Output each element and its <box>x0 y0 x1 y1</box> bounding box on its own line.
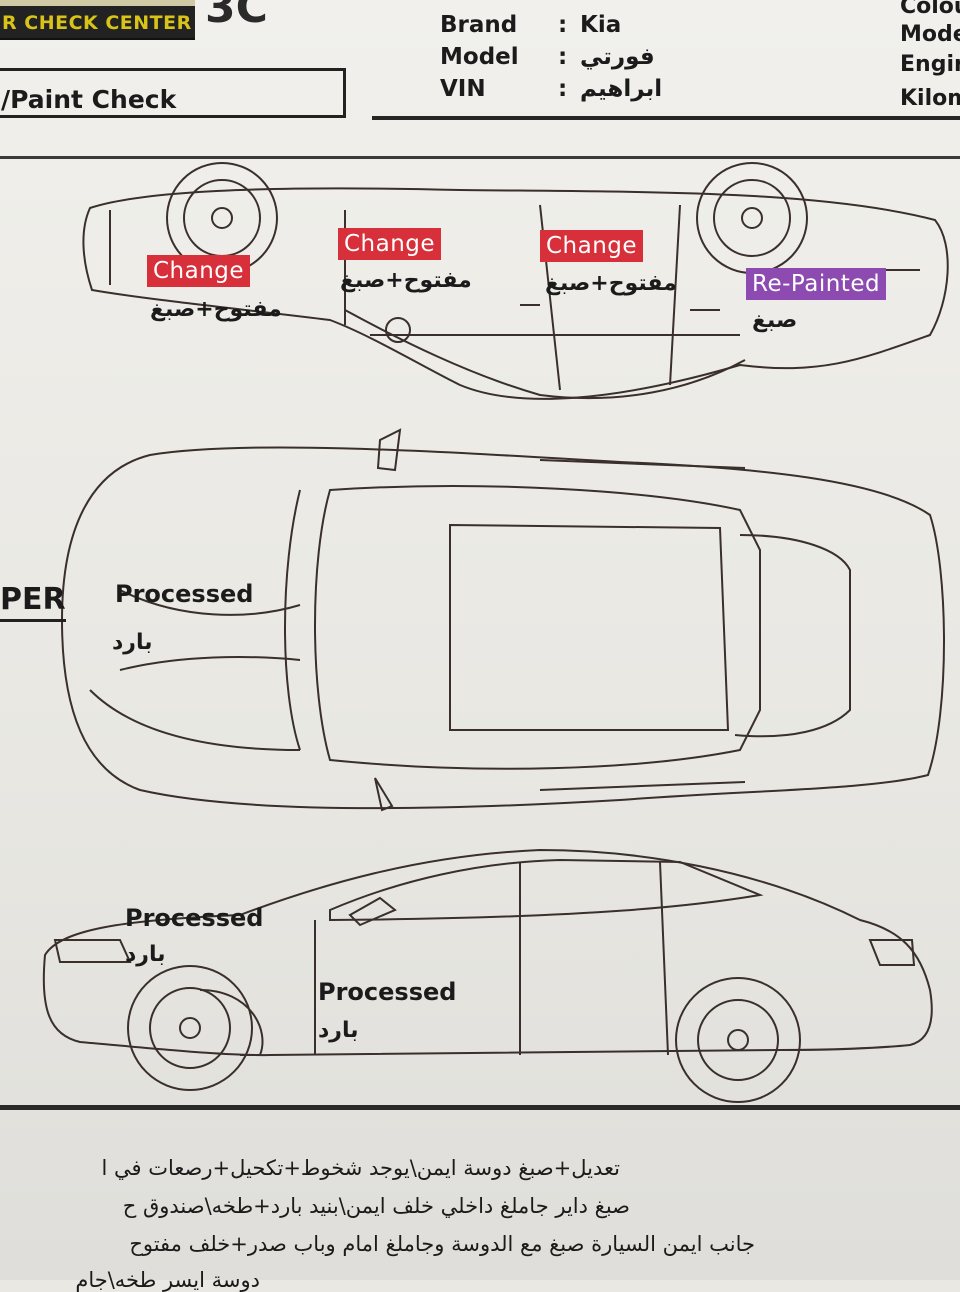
change-note-3: مفتوح+صبغ <box>545 271 677 296</box>
car-diagrams <box>42 162 949 1103</box>
processed-label-roof: Processed <box>115 580 254 608</box>
model-label: Model <box>440 44 519 70</box>
brand-value: Kia <box>580 12 622 38</box>
section-title: /Paint Check <box>1 85 177 114</box>
kilometers-label: Kilom <box>900 86 960 111</box>
logo-strip <box>0 0 195 6</box>
change-tag-2: Change <box>338 228 442 260</box>
engine-label: Engir <box>900 52 960 77</box>
processed-note-door: بارد <box>318 1018 359 1043</box>
note-line-3: جانب ايمن السيارة صبغ مع الدوسة وجاملغ ا… <box>129 1232 755 1256</box>
change-tag-3: Change <box>540 230 644 262</box>
vin-label: VIN <box>440 76 486 102</box>
info-underline <box>372 116 960 120</box>
bottom-divider <box>0 1105 960 1110</box>
brand-label: Brand <box>440 12 518 38</box>
middle-car-outline <box>60 428 945 812</box>
change-note-1: مفتوح+صبغ <box>150 297 282 322</box>
lower-car-outline <box>42 848 933 1103</box>
logo-banner: R CHECK CENTER <box>0 0 195 40</box>
note-line-4: دوسة ايسر طخه\جام <box>75 1268 260 1292</box>
section-title-box: /Paint Check <box>0 68 346 118</box>
processed-note-roof: بارد <box>112 630 153 655</box>
processed-note-front: بارد <box>125 942 166 967</box>
model-colon: : <box>558 44 568 70</box>
colour-label: Colou <box>900 0 960 19</box>
vin-colon: : <box>558 76 568 102</box>
top-divider <box>0 156 960 159</box>
model-right-label: Mode <box>900 22 960 47</box>
repainted-tag: Re-Painted <box>746 268 887 300</box>
change-tag-1: Change <box>147 255 251 287</box>
logo-text: R CHECK CENTER <box>2 12 192 34</box>
bumper-label: PER <box>0 582 66 622</box>
note-line-1: تعديل+صبغ دوسة ايمن\يوجد شخوط+تكحيل+رصعا… <box>101 1156 621 1180</box>
processed-label-door: Processed <box>318 978 457 1006</box>
change-note-2: مفتوح+صبغ <box>340 268 472 293</box>
brand-colon: : <box>558 12 568 38</box>
repainted-note: صبغ <box>752 308 798 333</box>
note-line-2: صبغ داير جاملغ داخلي خلف ايمن\بنيد بارد+… <box>122 1194 630 1218</box>
model-value: فورتي <box>580 44 655 70</box>
processed-label-front: Processed <box>125 904 264 932</box>
brand-mark: 3C <box>205 0 268 33</box>
vin-value: ابراهيم <box>580 76 663 102</box>
